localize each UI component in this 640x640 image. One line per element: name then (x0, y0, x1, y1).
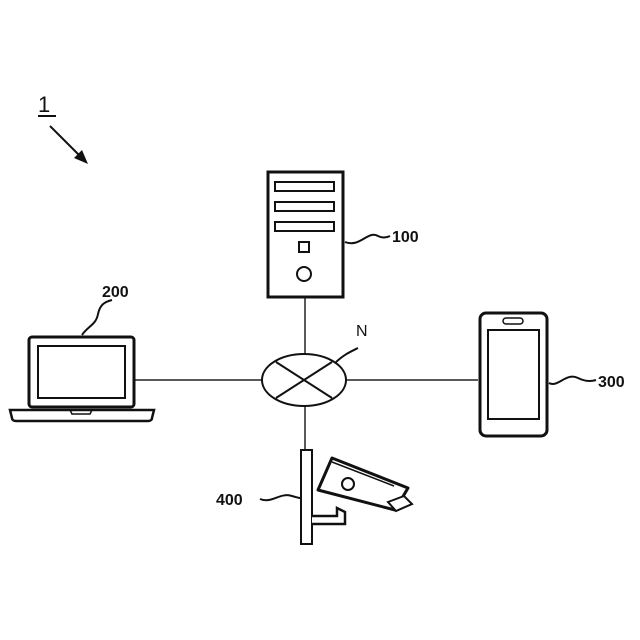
server-leader-line (345, 235, 390, 243)
camera-leader-line (260, 495, 300, 500)
server-ref-label: 100 (392, 229, 419, 246)
figure-number: 1 (38, 92, 50, 117)
figure-arrow (50, 126, 88, 164)
network-ref-label: N (356, 323, 368, 340)
phone-leader-line (549, 377, 596, 384)
smartphone-icon (480, 313, 547, 436)
camera-ref-label: 400 (216, 492, 243, 509)
network-leader-line (336, 348, 358, 362)
server-tower-icon (268, 172, 343, 297)
laptop-icon (10, 337, 154, 421)
security-camera-icon (301, 450, 412, 544)
phone-ref-label: 300 (598, 374, 625, 391)
laptop-ref-label: 200 (102, 284, 129, 301)
laptop-leader-line (82, 300, 112, 335)
figure-label: 1 (38, 92, 56, 117)
network-hub-icon (262, 354, 346, 406)
